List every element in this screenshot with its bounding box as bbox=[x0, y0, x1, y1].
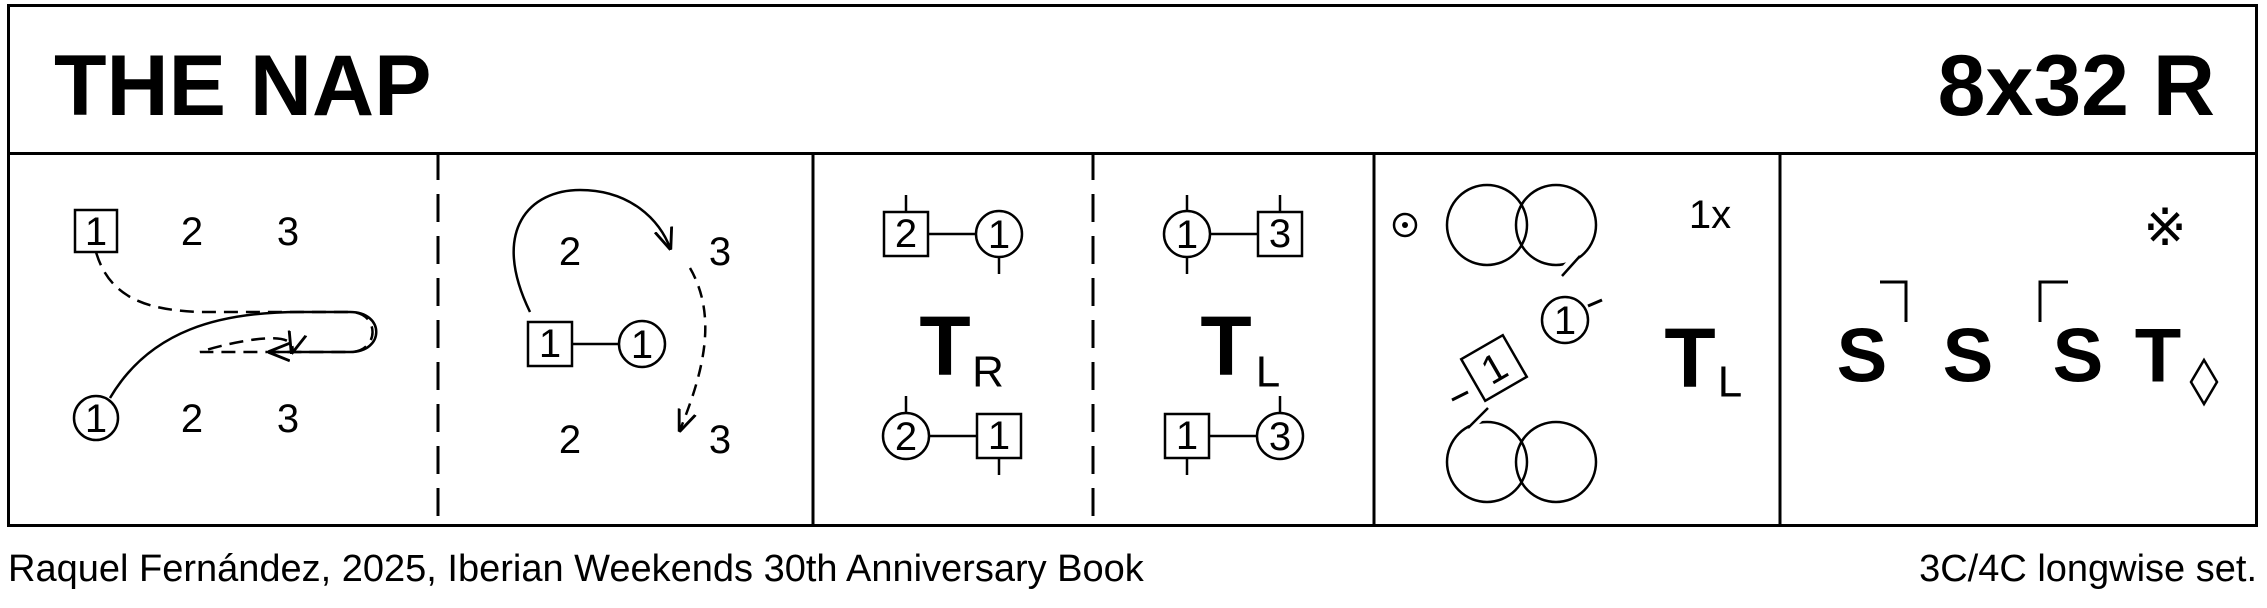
man-2-label: 2 bbox=[181, 210, 203, 254]
setting-2: S bbox=[1943, 314, 1994, 399]
turn-sub: R bbox=[972, 348, 1004, 397]
woman-2-label: 2 bbox=[895, 415, 917, 459]
bar-2: 2 3 1 1 2 3 bbox=[512, 188, 731, 462]
man-1-path bbox=[94, 251, 374, 352]
man-1-box bbox=[526, 320, 574, 368]
turn-symbol: T bbox=[919, 299, 970, 393]
woman-1-label: 1 bbox=[85, 397, 107, 441]
woman-1-label: 1 bbox=[988, 213, 1010, 257]
man-2-label: 2 bbox=[895, 212, 917, 256]
bar-1: 1 2 3 1 2 3 bbox=[72, 208, 378, 442]
dance-card: THE NAP 8x32 R bbox=[7, 4, 2258, 527]
footer-credit: Raquel Fernández, 2025, Iberian Weekends… bbox=[8, 548, 1144, 590]
woman-1-label: 1 bbox=[631, 323, 653, 367]
woman-1-label: 1 bbox=[1554, 299, 1576, 343]
reel-loop-top-right bbox=[1514, 183, 1598, 267]
bow-icon bbox=[1392, 212, 1418, 238]
man-1-box bbox=[73, 208, 119, 254]
man-3-box bbox=[1256, 210, 1304, 258]
turn-symbol: T bbox=[1200, 299, 1251, 393]
bar-dividers bbox=[436, 152, 1782, 524]
reel-loop-bottom-left bbox=[1445, 420, 1529, 504]
dance-formation: 8x32 R bbox=[1937, 38, 2215, 134]
turn-symbol: T bbox=[2135, 314, 2181, 399]
man-1-label: 1 bbox=[1176, 414, 1198, 458]
man-1-box bbox=[975, 412, 1023, 460]
man-1-label: 1 bbox=[85, 210, 107, 254]
setting-1-right-mark bbox=[1880, 280, 1908, 322]
man-3-label: 3 bbox=[277, 210, 299, 254]
cast-down-path bbox=[680, 267, 707, 430]
diamond-icon bbox=[2189, 357, 2219, 407]
reel-loop-top-left bbox=[1445, 183, 1529, 267]
woman-1-circle bbox=[1540, 295, 1590, 345]
turn-sub: L bbox=[1718, 358, 1742, 407]
reference-mark: ※ bbox=[2143, 199, 2187, 257]
man-3-label: 3 bbox=[1269, 212, 1291, 256]
setting-1: S bbox=[1837, 314, 1888, 399]
bottom-2-label: 2 bbox=[559, 418, 581, 462]
top-3-label: 3 bbox=[709, 230, 731, 274]
woman-1-circle bbox=[617, 319, 667, 369]
cast-path bbox=[512, 188, 670, 313]
turn-sub: L bbox=[1256, 348, 1280, 397]
dance-title: THE NAP bbox=[54, 38, 432, 134]
bar-4: 1 3 T L 1 3 bbox=[1162, 195, 1305, 475]
woman-1-circle bbox=[72, 394, 120, 442]
setting-3-left-mark bbox=[2038, 280, 2068, 322]
man-2-box bbox=[882, 210, 930, 258]
woman-3-label: 3 bbox=[277, 397, 299, 441]
man-1-label: 1 bbox=[539, 322, 561, 366]
times-label: 1x bbox=[1689, 193, 1731, 237]
bottom-3-label: 3 bbox=[709, 418, 731, 462]
woman-3-label: 3 bbox=[1269, 415, 1291, 459]
setting-3: S bbox=[2053, 314, 2104, 399]
man-1-rotated: 1 bbox=[1459, 333, 1529, 403]
bar-5: 1x 1 1 T L bbox=[1392, 183, 1742, 504]
woman-1-path bbox=[108, 310, 378, 399]
top-2-label: 2 bbox=[559, 230, 581, 274]
man-1-label: 1 bbox=[988, 414, 1010, 458]
turn-symbol: T bbox=[1664, 311, 1715, 405]
woman-3-circle bbox=[1255, 411, 1305, 461]
woman-2-label: 2 bbox=[181, 397, 203, 441]
woman-1-label: 1 bbox=[1176, 213, 1198, 257]
bar-3: 2 1 T R 2 1 bbox=[881, 195, 1024, 475]
header: THE NAP 8x32 R bbox=[10, 7, 2255, 155]
footer-set: 3C/4C longwise set. bbox=[1919, 548, 2257, 590]
reel-loop-bottom-right bbox=[1514, 420, 1598, 504]
bar-6: ※ S S S T bbox=[1837, 199, 2219, 407]
